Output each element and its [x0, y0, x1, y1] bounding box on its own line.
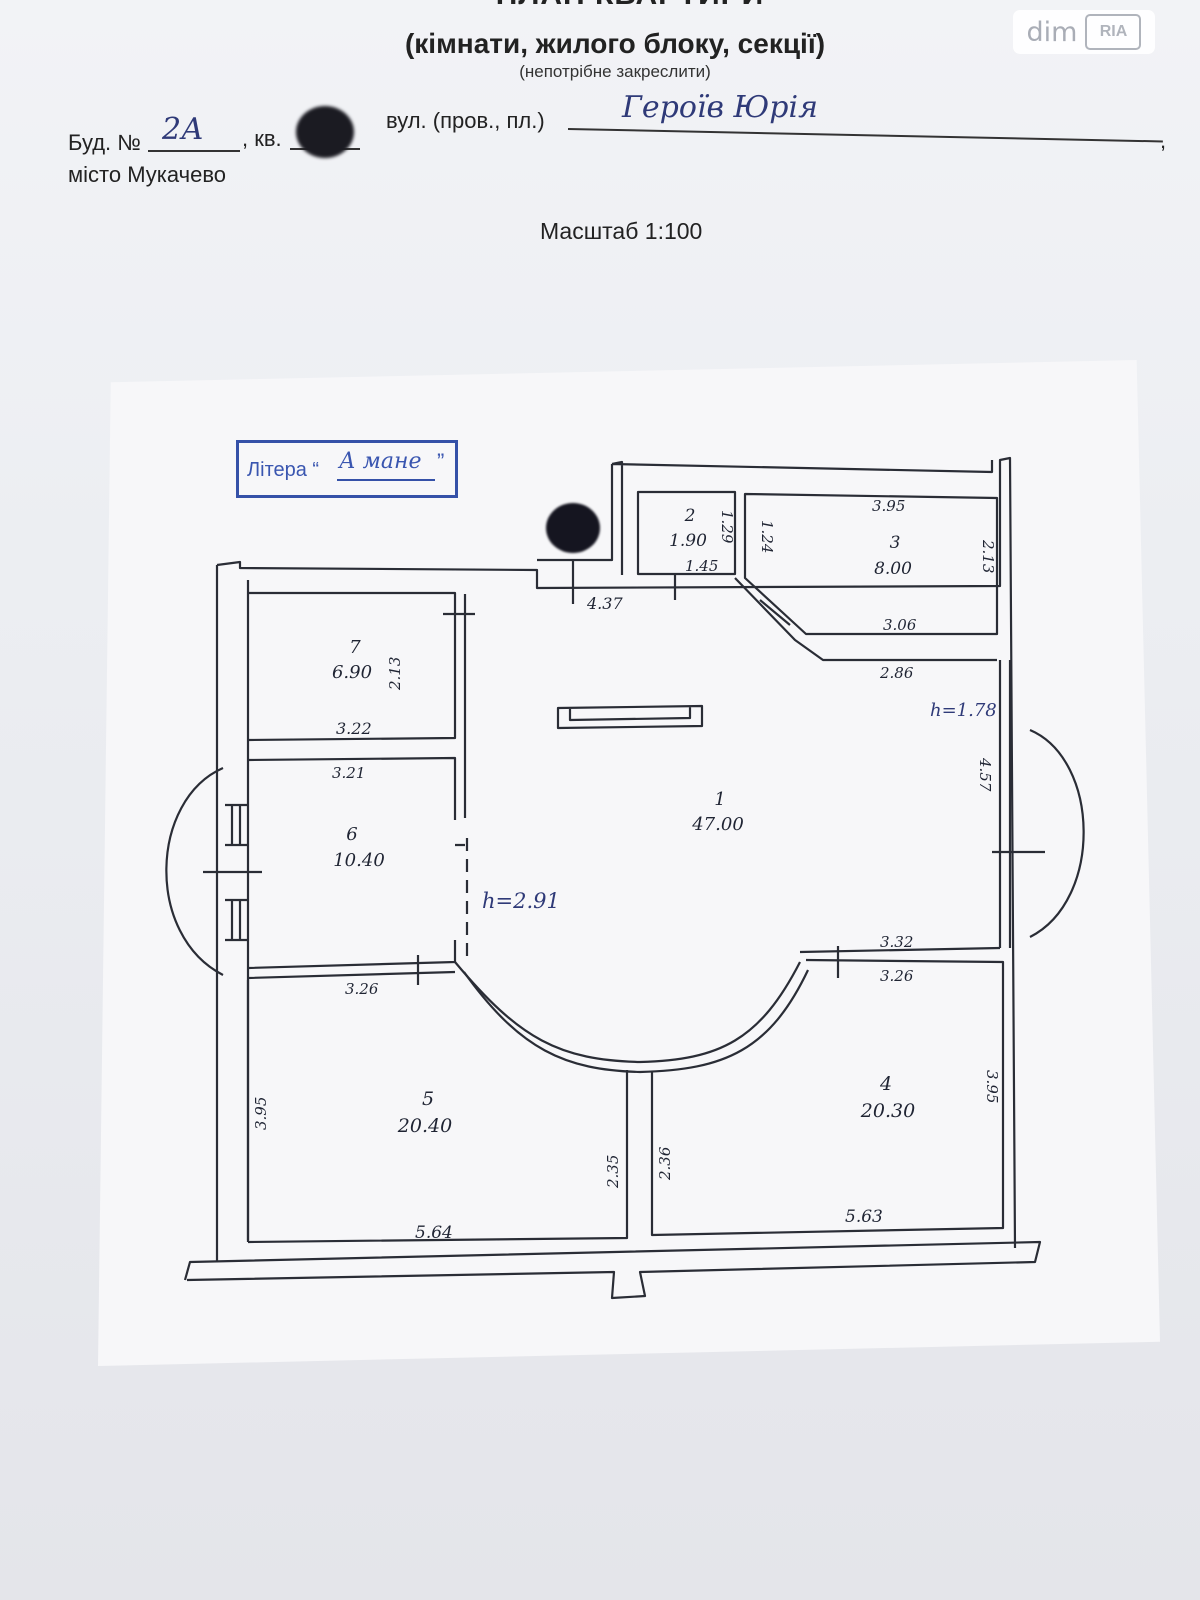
dim-2-13-room7: 2.13	[386, 657, 404, 691]
dim-2-36: 2.36	[656, 1146, 674, 1181]
dim-3-95-room5: 3.95	[252, 1097, 270, 1130]
building-underline	[148, 150, 240, 152]
watermark-badge: dim RIA	[1013, 10, 1155, 54]
dim-2-35: 2.35	[604, 1155, 622, 1189]
room-1-number: 1	[714, 789, 725, 810]
street-label: вул. (пров., пл.)	[386, 108, 545, 133]
building-label: Буд. №	[68, 130, 141, 155]
dim-4-57: 4.57	[976, 757, 994, 792]
stamp-value: А мане	[339, 449, 422, 474]
city-label: місто Мукачево	[68, 162, 226, 187]
stamp-end: ”	[437, 449, 445, 474]
apartment-label: , кв.	[242, 126, 282, 151]
dim-4-37: 4.37	[586, 594, 623, 613]
litera-stamp: Літера “ А мане ”	[236, 440, 458, 498]
height-right: h=1.78	[930, 700, 997, 721]
room-3-area: 8.00	[874, 559, 912, 579]
dim-2-86: 2.86	[879, 664, 914, 682]
stamp-underline	[337, 479, 435, 481]
stamp-label: Літера “	[247, 459, 320, 481]
street-end-comma: ,	[1160, 128, 1167, 153]
ria-logo-icon: RIA	[1085, 14, 1142, 50]
dim-5-63: 5.63	[845, 1207, 883, 1227]
document-header: ПЛАН КВАРТИРИ (кімнати, жилого блоку, се…	[0, 0, 1200, 260]
room-7-number: 7	[349, 637, 361, 658]
dim-3-22: 3.22	[336, 719, 372, 738]
dim-1-29: 1.29	[718, 510, 736, 544]
dim-3-26-right: 3.26	[880, 967, 914, 985]
room-5-number: 5	[422, 1088, 434, 1110]
watermark-text: dim	[1026, 16, 1078, 48]
dim-1-24: 1.24	[758, 520, 776, 553]
dim-3-06: 3.06	[883, 616, 917, 634]
dim-3-95-top: 3.95	[872, 497, 905, 515]
room-4-number: 4	[879, 1073, 892, 1095]
dim-3-21: 3.21	[332, 764, 365, 782]
room-1-area: 47.00	[691, 814, 744, 835]
redaction-blot	[296, 106, 354, 158]
room-7-area: 6.90	[332, 662, 372, 683]
dim-3-32: 3.32	[880, 933, 913, 951]
dim-5-64: 5.64	[415, 1223, 453, 1243]
height-main: h=2.91	[482, 889, 560, 913]
room-2-number: 2	[684, 506, 696, 526]
redaction-blot-plan	[546, 503, 600, 553]
dim-3-26-left: 3.26	[345, 980, 379, 998]
room-5-area: 20.40	[397, 1115, 452, 1137]
street-name: Героїв Юрія	[622, 90, 818, 125]
dim-3-95-room4: 3.95	[983, 1070, 1001, 1103]
room-2-area: 1.90	[669, 531, 707, 551]
room-3-number: 3	[890, 533, 901, 553]
room-4-area: 20.30	[860, 1100, 915, 1122]
floor-plan-sheet	[98, 360, 1160, 1366]
room-6-area: 10.40	[333, 850, 385, 871]
scale-label: Масштаб 1:100	[540, 218, 703, 244]
dim-1-45: 1.45	[685, 557, 718, 575]
room-6-number: 6	[346, 824, 357, 845]
document-subtitle: (кімнати, жилого блоку, секції)	[404, 28, 826, 59]
document-note: (непотрібне закреслити)	[519, 62, 711, 81]
plan-walls	[165, 456, 1085, 1300]
building-number: 2А	[162, 112, 204, 147]
document-title: ПЛАН КВАРТИРИ	[0, 0, 1200, 12]
dim-2-13-room3: 2.13	[979, 539, 997, 573]
